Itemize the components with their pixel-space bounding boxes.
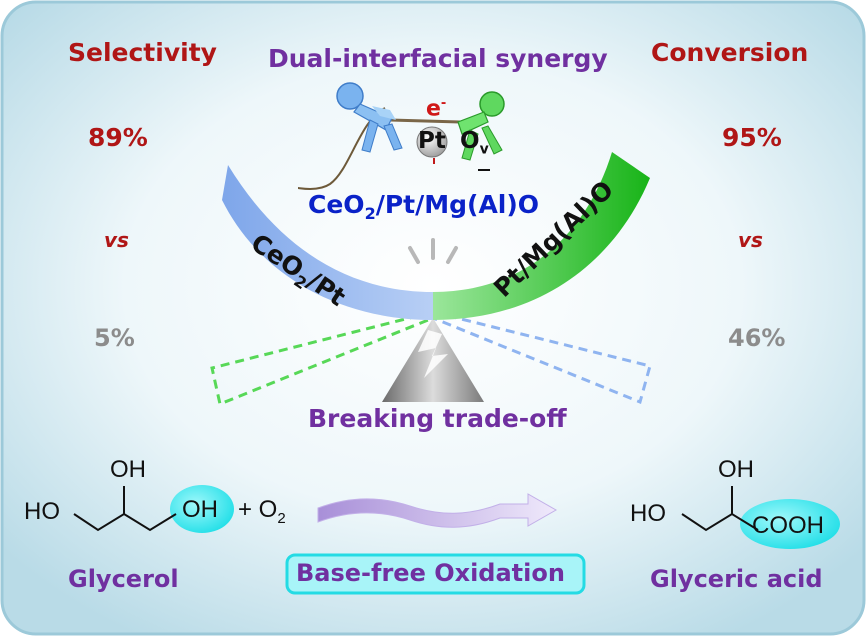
- glycerol-oh-right: OH: [182, 496, 218, 523]
- product-oh-top: OH: [718, 456, 754, 483]
- lightning-icon: [418, 330, 448, 378]
- glycerol-oh-top: OH: [110, 456, 146, 483]
- selectivity-heading: Selectivity: [68, 38, 217, 67]
- title: Dual-interfacial synergy: [268, 44, 608, 73]
- conversion-value-low: 46%: [728, 324, 786, 352]
- oh-highlight: [170, 485, 234, 533]
- electron-label: e-: [426, 96, 447, 122]
- cooh-highlight: [740, 499, 840, 549]
- dashed-beam-green: [210, 310, 434, 407]
- balance-caption: Breaking trade-off: [308, 404, 567, 433]
- conversion-heading: Conversion: [651, 38, 809, 67]
- reaction-condition: Base-free Oxidation: [296, 559, 565, 587]
- pt-sphere-icon: [416, 126, 448, 158]
- rope-taut: [389, 118, 461, 124]
- reaction-arrow-icon: [317, 493, 558, 528]
- blue-figure-icon: [336, 82, 403, 153]
- spark-icon: [408, 238, 458, 264]
- ov-label: Ov: [460, 128, 489, 158]
- reactant-name: Glycerol: [68, 565, 179, 593]
- conversion-value-high: 95%: [722, 123, 782, 152]
- condition-box: [285, 553, 586, 595]
- selectivity-value-low: 5%: [94, 324, 135, 352]
- dashed-beam-blue: [432, 310, 652, 405]
- catalyst-label: CeO2/Pt/Mg(Al)O: [308, 190, 540, 223]
- arc-blue-segment: [222, 165, 433, 320]
- oxygen-label: + O2: [238, 496, 286, 527]
- product-ho: HO: [630, 500, 666, 527]
- selectivity-value-high: 89%: [88, 123, 148, 152]
- pt-label: Pt: [418, 128, 446, 154]
- green-figure-icon: [457, 91, 505, 161]
- product-cooh: COOH: [752, 512, 824, 539]
- rope: [297, 107, 386, 190]
- glycerol-ho: HO: [24, 498, 60, 525]
- left-vs: vs: [104, 228, 129, 252]
- arc-green-segment: [433, 152, 650, 320]
- glyceric-acid-bonds: [681, 512, 759, 532]
- right-vs: vs: [738, 228, 763, 252]
- product-name: Glyceric acid: [650, 565, 823, 593]
